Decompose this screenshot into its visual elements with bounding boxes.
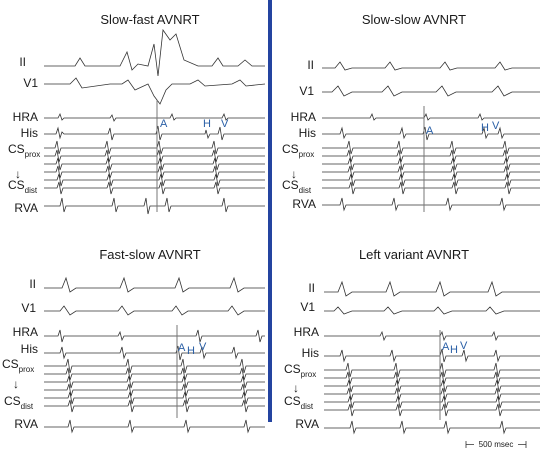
channel-label-cs-prox: CSprox — [282, 142, 314, 159]
annotation-v: V — [221, 118, 229, 130]
trace-ii — [322, 61, 540, 71]
trace-hra — [324, 330, 540, 342]
channel-label-v1: V1 — [21, 301, 36, 315]
arrow-down-icon: ↓ — [15, 167, 21, 181]
cs-traces — [44, 140, 265, 195]
channel-label-hra: HRA — [13, 325, 38, 339]
channel-label-his: His — [21, 342, 38, 356]
trace-v1 — [44, 305, 265, 316]
channel-label-rva: RVA — [295, 417, 319, 431]
trace-hra — [44, 112, 265, 122]
panel-title: Fast-slow AVNRT — [99, 247, 200, 262]
arrow-down-icon: ↓ — [291, 167, 297, 181]
channel-label-his: His — [299, 126, 316, 140]
trace-his — [44, 125, 265, 141]
trace-his — [324, 348, 540, 363]
annotation-v: V — [199, 341, 207, 353]
panel-slow-slow: Slow-slow AVNRT II V1 HRA His CSprox ↓ C… — [282, 12, 540, 212]
channel-label-rva: RVA — [14, 201, 38, 215]
trace-his — [44, 345, 265, 361]
trace-v1 — [324, 306, 540, 315]
trace-hra — [44, 329, 265, 343]
annotation-a: A — [426, 125, 434, 137]
channel-label-cs-dist: CSdist — [4, 394, 34, 411]
cs-traces — [322, 140, 540, 195]
channel-label-cs-dist: CSdist — [8, 178, 38, 195]
trace-v1 — [44, 77, 266, 105]
annotation-a: A — [442, 341, 450, 353]
panel-left-variant: Left variant AVNRT II V1 HRA His CSprox … — [284, 247, 540, 435]
channel-label-cs-dist: CSdist — [282, 178, 312, 195]
arrow-down-icon: ↓ — [13, 377, 19, 391]
cs-traces — [44, 358, 265, 413]
trace-v1 — [322, 85, 540, 97]
channel-label-ii: II — [19, 55, 26, 69]
channel-label-v1: V1 — [300, 300, 315, 314]
cs-traces — [324, 362, 540, 417]
channel-label-v1: V1 — [299, 84, 314, 98]
trace-rva — [44, 419, 265, 434]
channel-label-ii: II — [308, 281, 315, 295]
arrow-down-icon: ↓ — [293, 381, 299, 395]
annotation-h: H — [450, 344, 458, 356]
trace-rva — [44, 197, 265, 215]
channel-label-hra: HRA — [294, 325, 319, 339]
panel-title: Slow-slow AVNRT — [362, 12, 466, 27]
panel-title: Slow-fast AVNRT — [100, 12, 199, 27]
annotation-v: V — [492, 120, 500, 132]
trace-ii — [44, 276, 265, 293]
trace-his — [322, 126, 540, 141]
annotation-h: H — [187, 345, 195, 357]
panel-slow-fast: Slow-fast AVNRT II V1 HRA His CSprox ↓ C… — [8, 12, 266, 215]
channel-label-his: His — [21, 126, 38, 140]
panel-fast-slow: Fast-slow AVNRT II V1 HRA His CSprox ↓ C… — [2, 247, 265, 434]
channel-label-ii: II — [307, 58, 314, 72]
channel-label-hra: HRA — [291, 110, 316, 124]
panel-title: Left variant AVNRT — [359, 247, 469, 262]
channel-label-v1: V1 — [23, 76, 38, 90]
scale-bar: 500 msec — [465, 440, 527, 449]
annotation-v: V — [460, 340, 468, 352]
trace-rva — [322, 197, 540, 212]
annotation-h: H — [203, 118, 211, 130]
annotation-h: H — [481, 122, 489, 134]
channel-label-ii: II — [29, 277, 36, 291]
channel-label-hra: HRA — [13, 110, 38, 124]
trace-ii — [44, 28, 265, 77]
trace-rva — [324, 420, 540, 435]
channel-label-cs-prox: CSprox — [2, 357, 34, 374]
channel-label-cs-prox: CSprox — [284, 362, 316, 379]
channel-label-rva: RVA — [14, 417, 38, 431]
channel-label-cs-dist: CSdist — [284, 394, 314, 411]
annotation-a: A — [178, 342, 186, 354]
annotation-a: A — [160, 118, 168, 130]
channel-label-rva: RVA — [292, 197, 316, 211]
channel-label-his: His — [302, 346, 319, 360]
trace-ii — [324, 280, 540, 297]
scale-bar-label: 500 msec — [479, 440, 514, 449]
channel-label-cs-prox: CSprox — [8, 142, 40, 159]
trace-hra — [322, 112, 540, 121]
